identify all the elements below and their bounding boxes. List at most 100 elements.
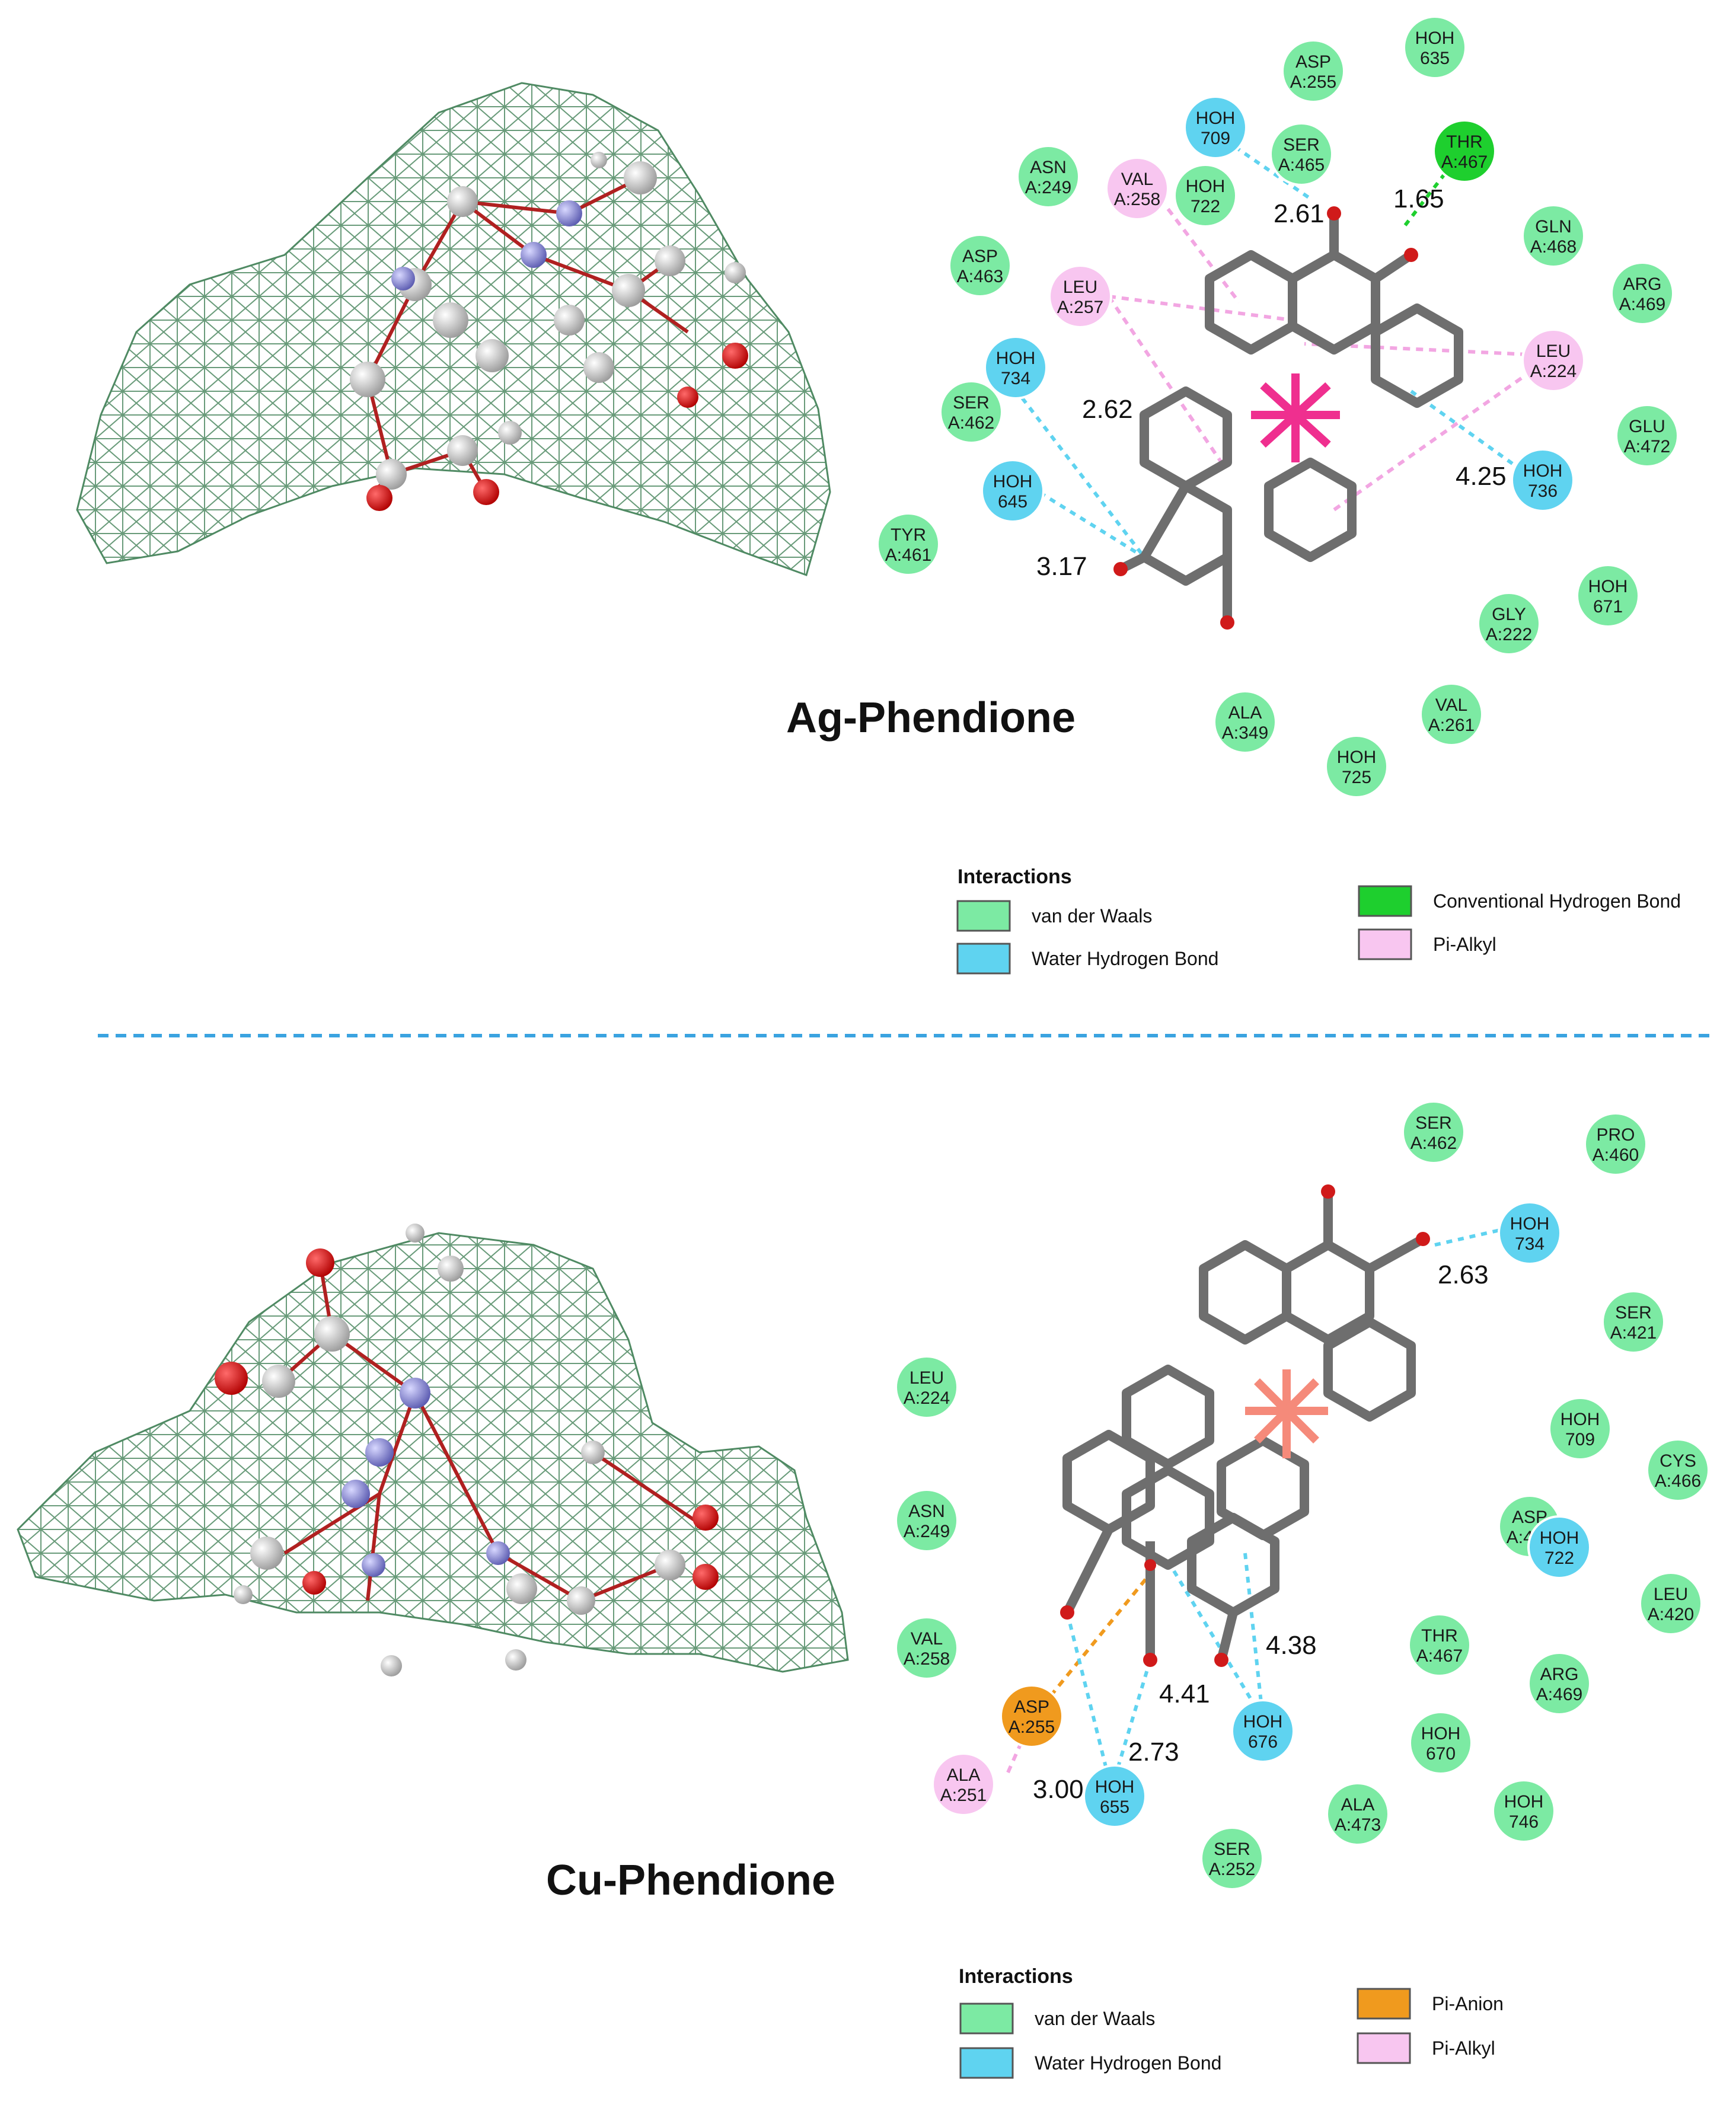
cu-residue-number: A:466 xyxy=(1655,1471,1701,1491)
cu-residue-label: SER xyxy=(1415,1113,1452,1133)
ag-residue-tyr461 xyxy=(876,512,940,576)
cu-distance-label: 4.38 xyxy=(1266,1631,1317,1660)
cu-residue-number: 709 xyxy=(1565,1430,1595,1449)
ag-residue-number: 635 xyxy=(1420,49,1450,68)
ag-residue-number: A:258 xyxy=(1114,190,1160,209)
cu-residue-label: LEU xyxy=(910,1368,944,1388)
cu-legend-label: van der Waals xyxy=(1035,2008,1155,2029)
ag-residue-label: ASP xyxy=(962,247,998,266)
ag-residue-label: TYR xyxy=(891,525,926,545)
ag-legend-label: Water Hydrogen Bond xyxy=(1032,948,1218,969)
ag-residue-gly222 xyxy=(1477,592,1541,656)
cu-residue-hoh734 xyxy=(1498,1201,1562,1265)
cu-residue-number: 746 xyxy=(1509,1812,1539,1832)
cu-distance-label: 3.00 xyxy=(1033,1775,1084,1804)
ag-title: Ag-Phendione xyxy=(786,694,1076,742)
ag-residue-label: HOH xyxy=(1337,748,1377,767)
ag-residue-hoh725 xyxy=(1325,734,1389,799)
ag-legend-swatch xyxy=(1358,928,1412,960)
ag-residue-label: HOH xyxy=(1186,177,1226,196)
cu-residue-number: A:421 xyxy=(1610,1323,1657,1343)
ag-residue-label: SER xyxy=(1283,135,1320,155)
ag-oxygens xyxy=(1113,206,1418,630)
ag-residue-label: LEU xyxy=(1063,277,1097,297)
cu-residue-number: A:462 xyxy=(1410,1133,1457,1153)
ag-residue-label: HOH xyxy=(1588,577,1628,596)
cu-residue-number: A:252 xyxy=(1209,1860,1255,1879)
ag-residue-number: A:249 xyxy=(1025,178,1071,197)
ag-residue-label: HOH xyxy=(1523,461,1563,481)
cu-legend-heading: Interactions xyxy=(959,1965,1073,1988)
cu-oxygens xyxy=(1060,1184,1430,1667)
cu-residue-number: A:467 xyxy=(1416,1646,1463,1666)
ag-legend-swatch xyxy=(956,943,1011,975)
cu-residue-number: 676 xyxy=(1248,1732,1278,1752)
cu-residue-number: 722 xyxy=(1544,1548,1574,1568)
ag-residue-number: 709 xyxy=(1201,129,1230,148)
ag-atoms xyxy=(350,152,748,511)
cu-residue-label: THR xyxy=(1421,1626,1458,1646)
cu-residue-label: HOH xyxy=(1504,1792,1544,1812)
ag-residue-number: A:349 xyxy=(1222,723,1268,743)
ag-ligand-2d xyxy=(1118,213,1463,622)
ag-distances: 2.61 1.65 2.62 4.25 3.17 xyxy=(1036,184,1507,581)
ag-residue-hoh722 xyxy=(1173,164,1237,228)
cu-residue-ser462 xyxy=(1402,1100,1466,1164)
ag-legend-label: van der Waals xyxy=(1032,905,1152,927)
ag-residue-number: A:463 xyxy=(957,267,1003,286)
cu-distance-label: 2.63 xyxy=(1438,1260,1489,1289)
ag-residue-label: VAL xyxy=(1121,170,1153,189)
cu-residue-number: A:255 xyxy=(1009,1717,1055,1737)
ag-residue-number: A:468 xyxy=(1530,237,1577,257)
ag-legend-label: Conventional Hydrogen Bond xyxy=(1433,890,1681,912)
cu-residue-number: A:249 xyxy=(904,1522,950,1541)
ag-distance-label: 2.61 xyxy=(1274,199,1325,228)
cu-residue-val258 xyxy=(895,1616,959,1680)
ag-residue-number: 734 xyxy=(1001,369,1030,388)
ag-residue-label: ARG xyxy=(1623,274,1661,294)
cu-residue-label: ASP xyxy=(1014,1697,1049,1717)
ag-legend-swatch xyxy=(956,900,1011,932)
ag-residue-ser465 xyxy=(1269,122,1333,186)
cu-residue-label: VAL xyxy=(911,1629,943,1649)
ag-residue-number: 722 xyxy=(1191,197,1220,216)
ag-legend-heading: Interactions xyxy=(958,866,1072,888)
ag-residue-hoh709 xyxy=(1183,95,1247,159)
ag-residue-leu257 xyxy=(1048,264,1112,328)
ag-residue-number: A:472 xyxy=(1624,437,1670,456)
cu-residue-number: A:420 xyxy=(1648,1605,1694,1624)
cu-residue-number: 734 xyxy=(1515,1234,1544,1254)
ag-residue-label: GLY xyxy=(1492,605,1526,624)
cu-residue-number: A:473 xyxy=(1335,1815,1381,1835)
cu-residue-thr467 xyxy=(1408,1613,1472,1677)
ag-residue-number: A:469 xyxy=(1619,295,1665,314)
cu-residue-hoh746 xyxy=(1492,1779,1556,1843)
ag-residue-number: A:257 xyxy=(1057,298,1103,317)
ag-residue-glu472 xyxy=(1615,404,1679,468)
ag-residue-hoh736 xyxy=(1511,448,1575,512)
cu-residue-asp255 xyxy=(1000,1684,1064,1748)
cu-residue-ala251 xyxy=(931,1752,995,1816)
cu-residue-hoh676 xyxy=(1231,1699,1295,1763)
cu-distance-label: 4.41 xyxy=(1159,1679,1210,1708)
ag-residue-arg469 xyxy=(1610,261,1674,325)
cu-metal-center xyxy=(1245,1369,1328,1458)
cu-legend-swatch xyxy=(1357,2032,1411,2064)
ag-residue-label: ASN xyxy=(1030,158,1067,177)
ag-residue-leu224 xyxy=(1521,328,1585,392)
cu-residue-label: HOH xyxy=(1510,1214,1550,1234)
ag-residue-gln468 xyxy=(1521,204,1585,268)
cu-residue-number: 670 xyxy=(1426,1744,1456,1764)
ag-residue-label: ALA xyxy=(1228,703,1262,723)
cu-title: Cu-Phendione xyxy=(546,1857,835,1904)
cu-residue-number: A:258 xyxy=(904,1649,950,1669)
ag-residue-hoh635 xyxy=(1403,15,1467,79)
ag-residue-number: 736 xyxy=(1528,481,1558,501)
cu-interaction-lines xyxy=(1006,1228,1501,1779)
